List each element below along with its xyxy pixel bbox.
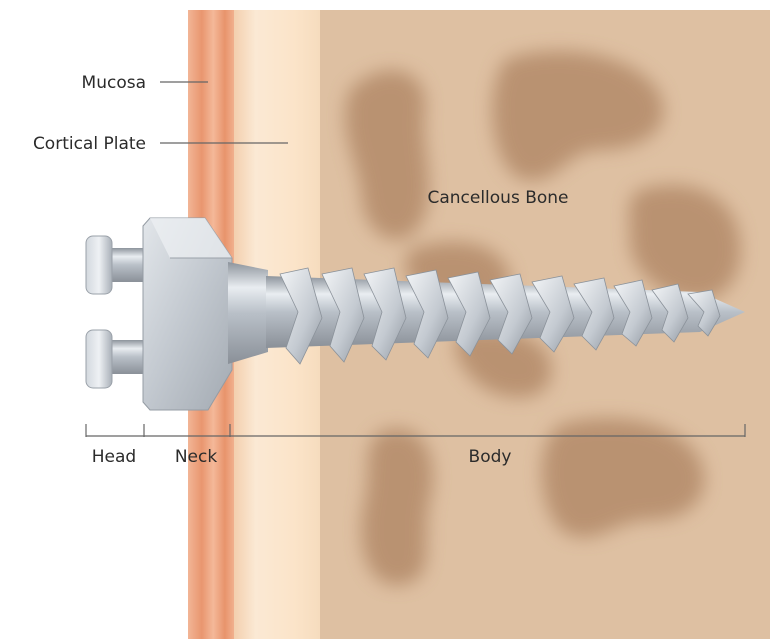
mucosa-label: Mucosa xyxy=(82,73,146,93)
head-stem-lower xyxy=(108,340,148,374)
cortical-plate-label: Cortical Plate xyxy=(33,134,146,154)
trabecula xyxy=(361,428,433,585)
body-transition xyxy=(228,262,268,364)
head-label: Head xyxy=(92,447,136,467)
cancellous-bone-label: Cancellous Bone xyxy=(427,188,568,208)
head-cap-upper xyxy=(86,236,112,294)
head-stem-upper xyxy=(108,248,148,282)
neck-label: Neck xyxy=(175,447,218,467)
body-label: Body xyxy=(469,447,512,467)
head-cap-lower xyxy=(86,330,112,388)
